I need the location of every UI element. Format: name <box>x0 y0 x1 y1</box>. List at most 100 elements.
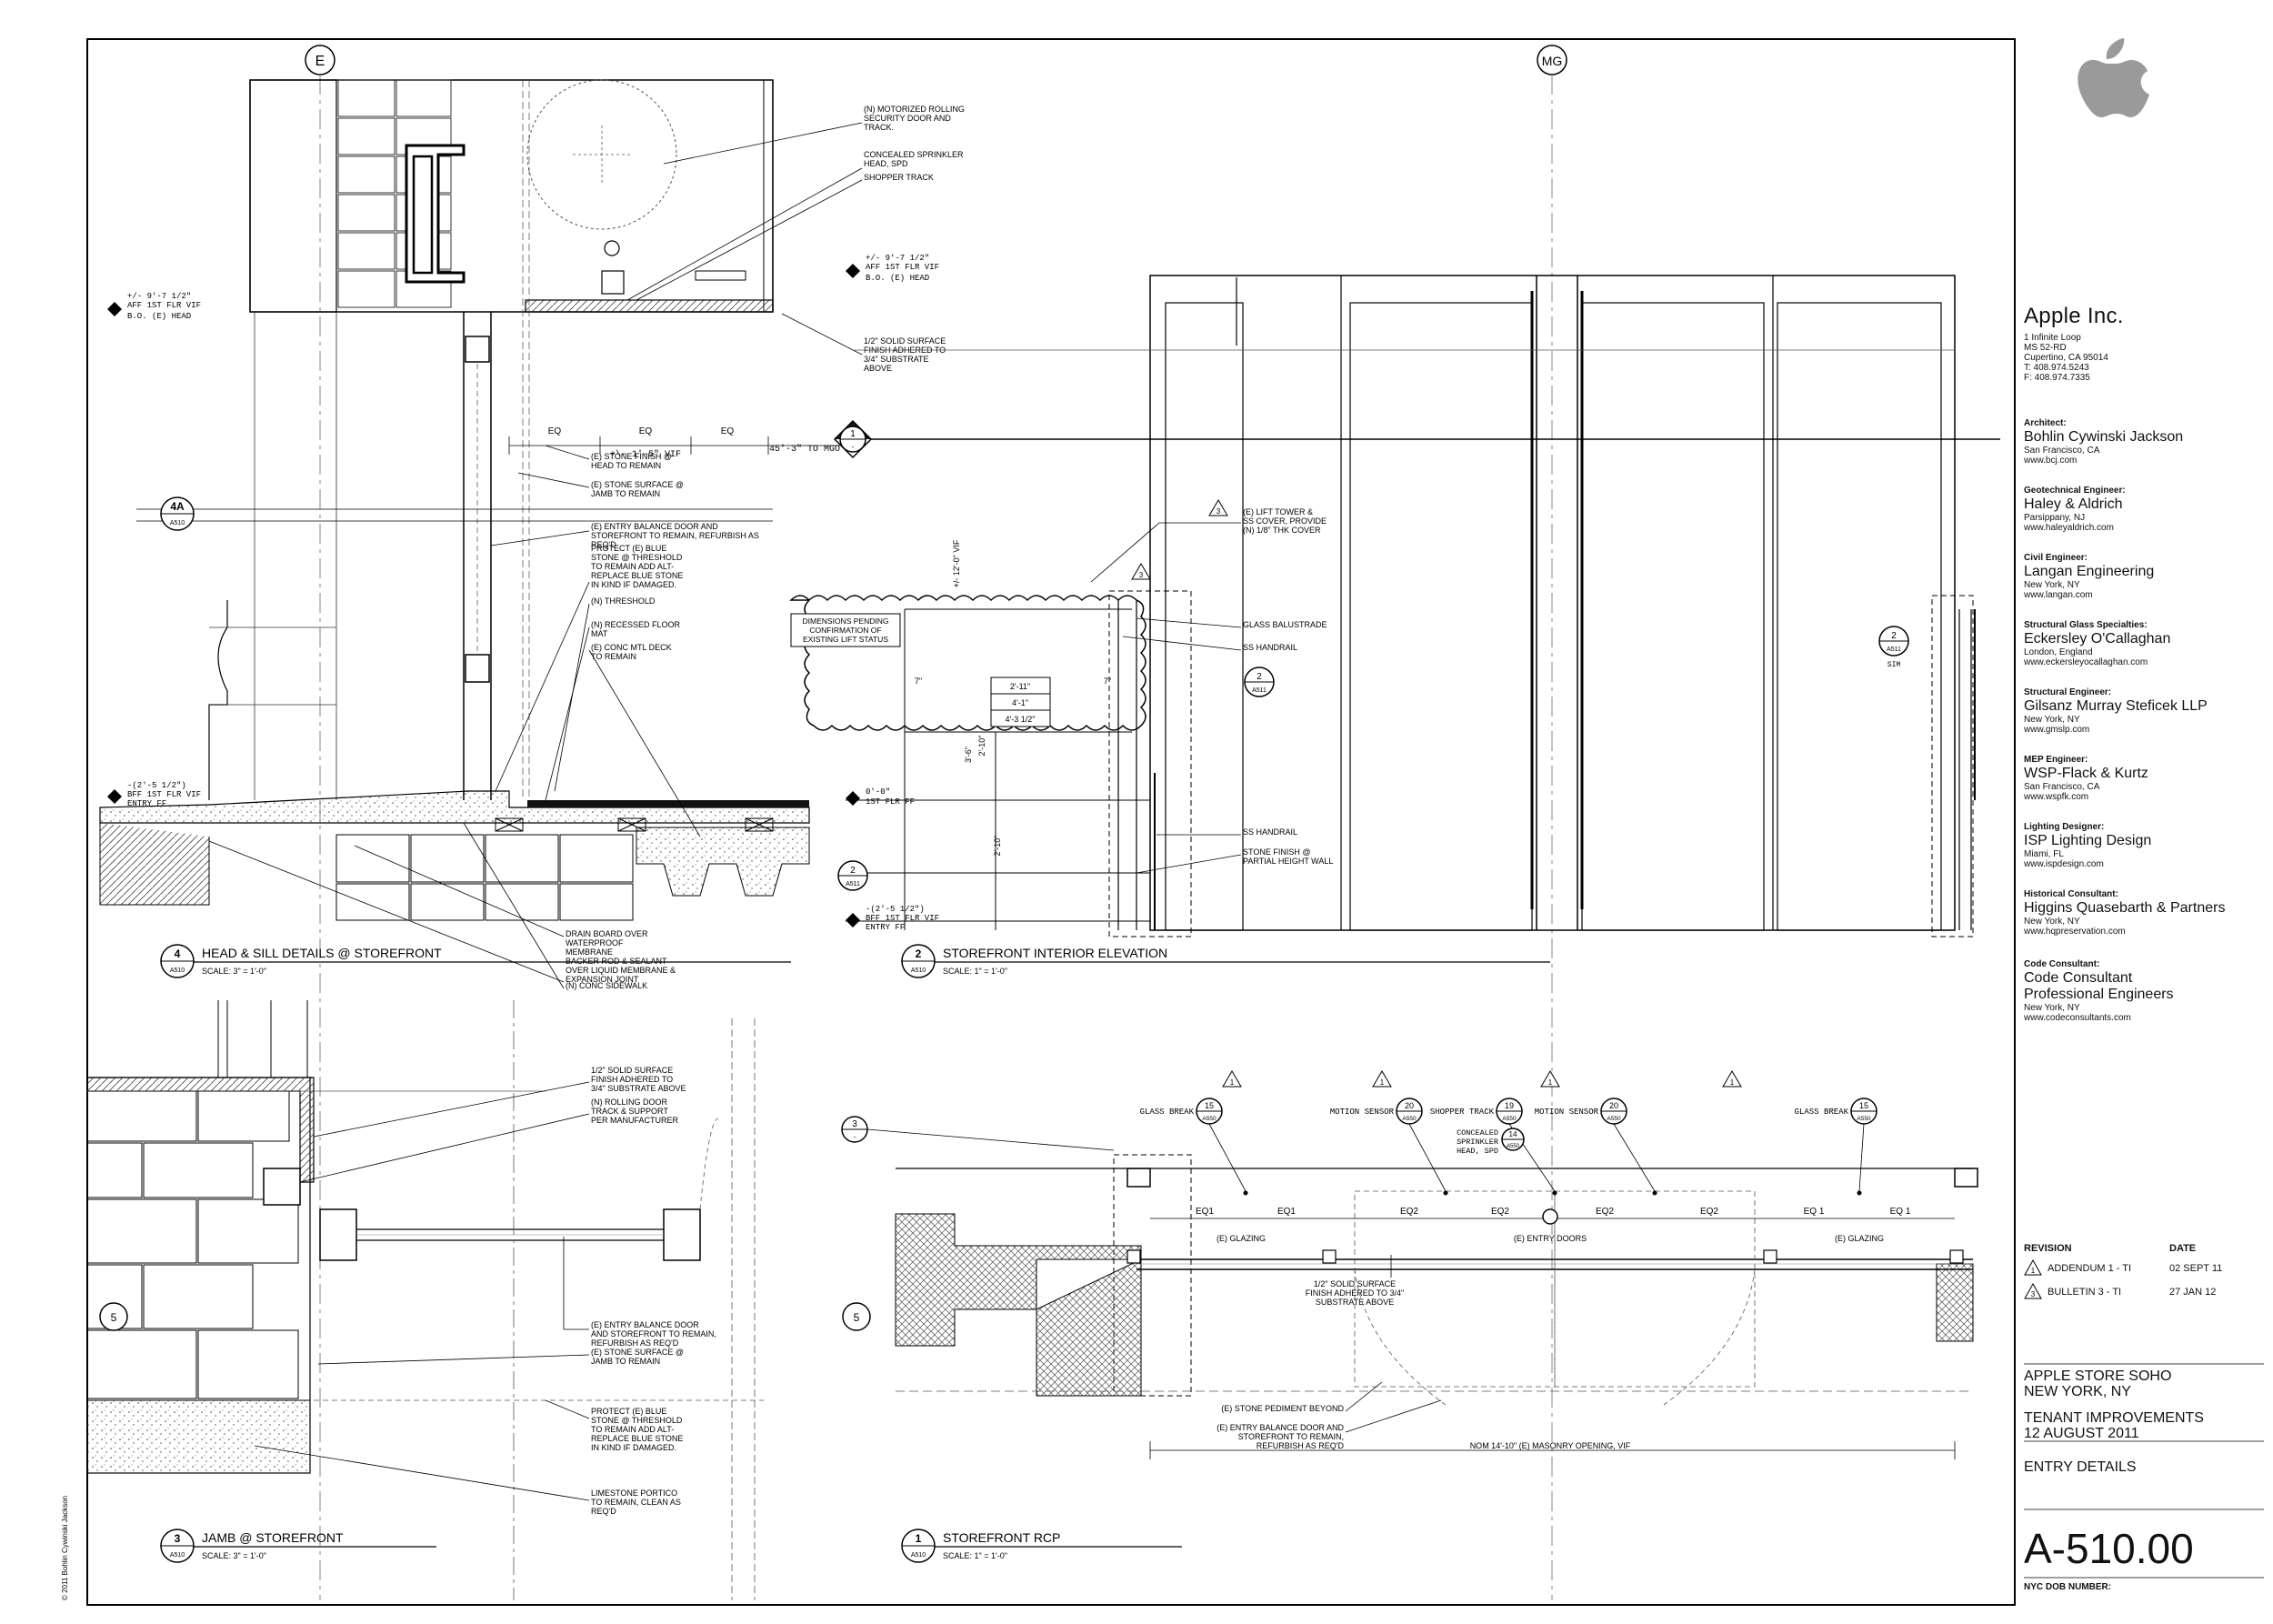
note-line: 1/2" SOLID SURFACE <box>591 1066 673 1075</box>
detail-3-title: JAMB @ STOREFRONT <box>202 1530 344 1545</box>
note-line: PER MANUFACTURER <box>591 1116 679 1125</box>
sheet-border <box>86 38 2016 1606</box>
tag-sheet: A550 <box>1507 1144 1520 1149</box>
note-line: TRACK. <box>864 123 894 132</box>
consultant-firm: WSP-Flack & Kurtz <box>2024 766 2148 781</box>
consultant-role: Structural Engineer: <box>2024 687 2112 697</box>
dim-7b: 7" <box>1104 677 1111 686</box>
address-line: 1 Infinite Loop <box>2024 333 2081 343</box>
note-line: (E) CONC MTL DECK <box>591 643 672 652</box>
note-line: TO REMAIN <box>591 652 636 661</box>
consultant-firm: Bohlin Cywinski Jackson <box>2024 429 2184 445</box>
note-line: DRAIN BOARD OVER <box>566 929 648 938</box>
detail-head-sill: EQ EQ EQ +\- 1'-5" VIF 45'-3" TO MGO <box>99 79 846 921</box>
code-consultant-firm-2: Professional Engineers <box>2024 987 2174 1002</box>
consultant-location: Parsippany, NJ <box>2024 513 2086 523</box>
apple-logo-icon <box>2078 38 2149 117</box>
note-line: REQ'D <box>591 540 616 549</box>
tag-leader <box>1408 1123 1447 1192</box>
tag-sheet: A550 <box>1857 1116 1871 1122</box>
rcp-rev-3: 1 <box>1548 1078 1553 1087</box>
elev-zero-l2: 1ST FLR FF <box>866 797 915 807</box>
elev-head2-l3: B.O. (E) HEAD <box>866 274 929 283</box>
section-ref-1: 1 - <box>833 419 873 459</box>
elev-head-l3: B.O. (E) HEAD <box>127 312 191 321</box>
revision-name: ADDENDUM 1 - TI <box>2048 1263 2132 1274</box>
address-line: T: 408.974.5243 <box>2024 363 2089 373</box>
note-line: 3/4" SUBSTRATE ABOVE <box>591 1084 686 1093</box>
dim-eq-3: EQ <box>721 426 735 436</box>
note-line: MEMBRANE <box>566 947 613 957</box>
elev-entry-l3: ENTRY FF <box>127 799 166 808</box>
dim-12-0: +/- 12'-0" VIF <box>952 539 961 587</box>
elevation-marker-head: +/- 9'-7 1/2" AFF 1ST FLR VIF B.O. (E) H… <box>107 292 201 321</box>
note-line: EXPANSION JOINT <box>566 975 639 984</box>
dim-vif: +\- 1'-5" VIF <box>610 449 681 460</box>
sim-label: SIM <box>1887 661 1901 669</box>
elev-head2-l2: AFF 1ST FLR VIF <box>866 263 939 272</box>
detail-4-num: 4 <box>175 947 181 960</box>
detail-2-num: 2 <box>916 947 922 960</box>
elev-zero-l1: 0'-0" <box>866 787 890 797</box>
rev-tri-1a: 3 <box>1217 507 1221 516</box>
dim-eq-1: EQ <box>548 426 562 436</box>
note-line: HEAD TO REMAIN <box>591 461 661 470</box>
note-line: JAMB TO REMAIN <box>591 1357 660 1366</box>
elevation-marker-head-2: +/- 9'-7 1/2" AFF 1ST FLR VIF B.O. (E) H… <box>846 254 939 283</box>
elevation-dims: 2'-11" 4'-1" 4'-3 1/2" 7" 7" +/- 12'-0" … <box>915 539 1111 856</box>
address-line: MS 52-RD <box>2024 343 2067 353</box>
consultant-location: London, England <box>2024 647 2093 657</box>
elevation-marker-entry: -(2'-5 1/2") BFF 1ST FLR VIF ENTRY FF <box>107 781 201 808</box>
section-ref-4a: 4A A510 <box>160 496 195 531</box>
consultant-firm: ISP Lighting Design <box>2024 833 2152 848</box>
detail-title-1: 1 A510 STOREFRONT RCP SCALE: 1" = 1'-0" <box>901 1529 1182 1563</box>
rcp-rev-1: 1 <box>1230 1078 1235 1087</box>
tag-label: SHOPPER TRACK <box>1430 1108 1495 1117</box>
project-name: APPLE STORE SOHO <box>2024 1368 2172 1384</box>
detail-rcp <box>895 1154 1978 1459</box>
rcp-dim: EQ 1 <box>1804 1207 1825 1217</box>
section-ref-2b: 2 A511 <box>837 860 868 891</box>
rcp-pediment: (E) STONE PEDIMENT BEYOND <box>1221 1404 1344 1413</box>
note-line: PARTIAL HEIGHT WALL <box>1243 857 1333 866</box>
dim-7a: 7" <box>915 677 922 686</box>
detail-1-scale: SCALE: 1" = 1'-0" <box>943 1551 1007 1560</box>
note-line: SS HANDRAIL <box>1243 827 1297 837</box>
consultant-website: www.gmslp.com <box>2024 725 2090 735</box>
rcp-note-line: SUBSTRATE ABOVE <box>1316 1298 1394 1307</box>
section-ref-5b: 5 <box>842 1302 871 1331</box>
jamb-leaders <box>254 1081 590 1501</box>
elev-entry2-l3: ENTRY FF <box>866 923 905 932</box>
note-line: ABOVE <box>864 364 892 373</box>
consultant-role: Architect: <box>2024 418 2067 428</box>
project-block: APPLE STORE SOHO NEW YORK, NY TENANT IMP… <box>2024 1368 2260 1475</box>
ref-1-sheet: - <box>852 443 855 451</box>
rcp-glazing-1: (E) GLAZING <box>1217 1234 1266 1243</box>
revision-date: 27 JAN 12 <box>2169 1287 2217 1298</box>
rcp-labels: (E) GLAZING (E) ENTRY DOORS (E) GLAZING … <box>1217 1234 1884 1450</box>
note-line: SECURITY DOOR AND <box>864 114 951 123</box>
note-line: STONE @ THRESHOLD <box>591 1416 683 1425</box>
consultant-location: New York, NY <box>2024 715 2080 725</box>
tag-sheet: A550 <box>1502 1116 1517 1122</box>
dim-3-6: 3'-6" <box>964 747 973 763</box>
ref-2b-sheet: A511 <box>846 881 860 887</box>
dob-block: NYC DOB NUMBER: <box>2024 1582 2260 1592</box>
consultant-role: Geotechnical Engineer: <box>2024 486 2126 496</box>
ref-1-num: 1 <box>850 429 856 439</box>
detail-interior-elevation <box>789 275 2000 937</box>
ref-2a-num: 2 <box>1257 672 1262 682</box>
note-line: REFURBISH AS REQ'D <box>591 1338 679 1348</box>
tag-label: MOTION SENSOR <box>1535 1108 1599 1117</box>
detail-2-scale: SCALE: 1" = 1'-0" <box>943 967 1007 976</box>
